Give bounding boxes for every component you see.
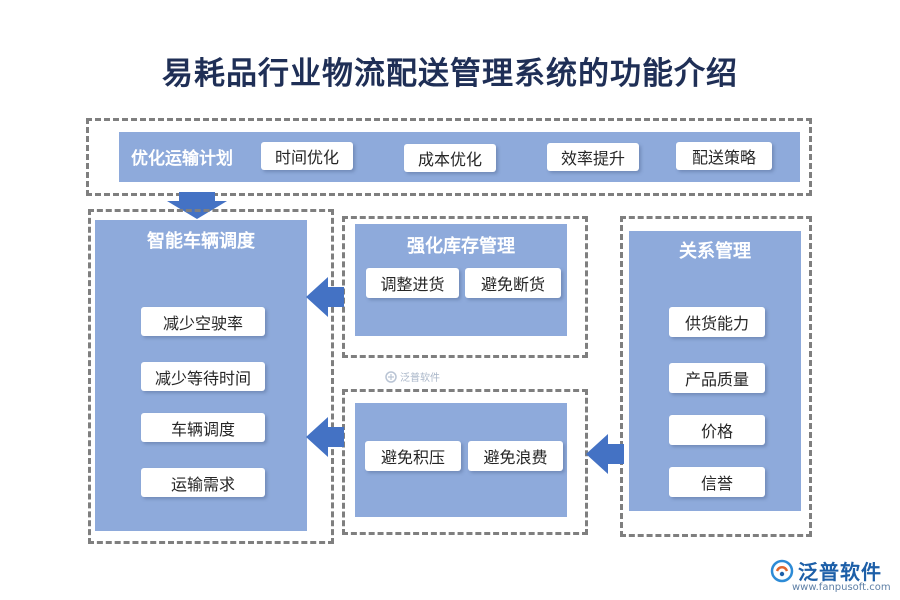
center-watermark: 泛普软件 <box>385 369 440 384</box>
page-title: 易耗品行业物流配送管理系统的功能介绍 <box>162 56 738 92</box>
down-arrow-icon <box>167 192 227 219</box>
relation-title: 关系管理 <box>679 241 751 262</box>
top-item-cost: 成本优化 <box>404 144 496 172</box>
relation-frame <box>620 216 812 537</box>
center-watermark-text: 泛普软件 <box>400 373 440 384</box>
transport-plan-label: 优化运输计划 <box>131 149 233 169</box>
inventory-item-stockout: 避免断货 <box>465 268 561 298</box>
waste-item-waste: 避免浪费 <box>468 441 563 471</box>
brand-name: 泛普软件 <box>798 560 882 584</box>
vehicle-title: 智能车辆调度 <box>147 231 255 252</box>
left-arrow-icon-3 <box>586 434 624 474</box>
vehicle-item-demand: 运输需求 <box>141 468 265 497</box>
waste-frame <box>342 389 588 535</box>
transport-plan-frame <box>86 118 812 196</box>
relation-item-quality: 产品质量 <box>669 363 765 393</box>
relation-item-price: 价格 <box>669 415 765 445</box>
brand-url: www.fanpusoft.com <box>792 582 891 593</box>
relation-panel: 关系管理 <box>629 231 801 511</box>
brand-logo: 泛普软件 <box>770 556 882 585</box>
vehicle-item-wait-time: 减少等待时间 <box>141 362 265 391</box>
relation-item-reputation: 信誉 <box>669 467 765 497</box>
relation-item-supply: 供货能力 <box>669 307 765 337</box>
vehicle-frame <box>88 209 334 544</box>
top-item-strategy: 配送策略 <box>676 142 772 170</box>
top-item-efficiency: 效率提升 <box>547 143 639 171</box>
brand-mark-icon <box>770 559 794 582</box>
inventory-item-restock: 调整进货 <box>366 268 459 298</box>
brand-logo-icon <box>385 370 397 383</box>
top-item-time: 时间优化 <box>261 142 353 170</box>
left-arrow-icon-2 <box>306 417 344 457</box>
inventory-title: 强化库存管理 <box>407 236 515 257</box>
left-arrow-icon <box>306 277 344 317</box>
waste-item-backlog: 避免积压 <box>365 441 461 471</box>
vehicle-item-empty-rate: 减少空驶率 <box>141 307 265 336</box>
vehicle-item-dispatch: 车辆调度 <box>141 413 265 442</box>
